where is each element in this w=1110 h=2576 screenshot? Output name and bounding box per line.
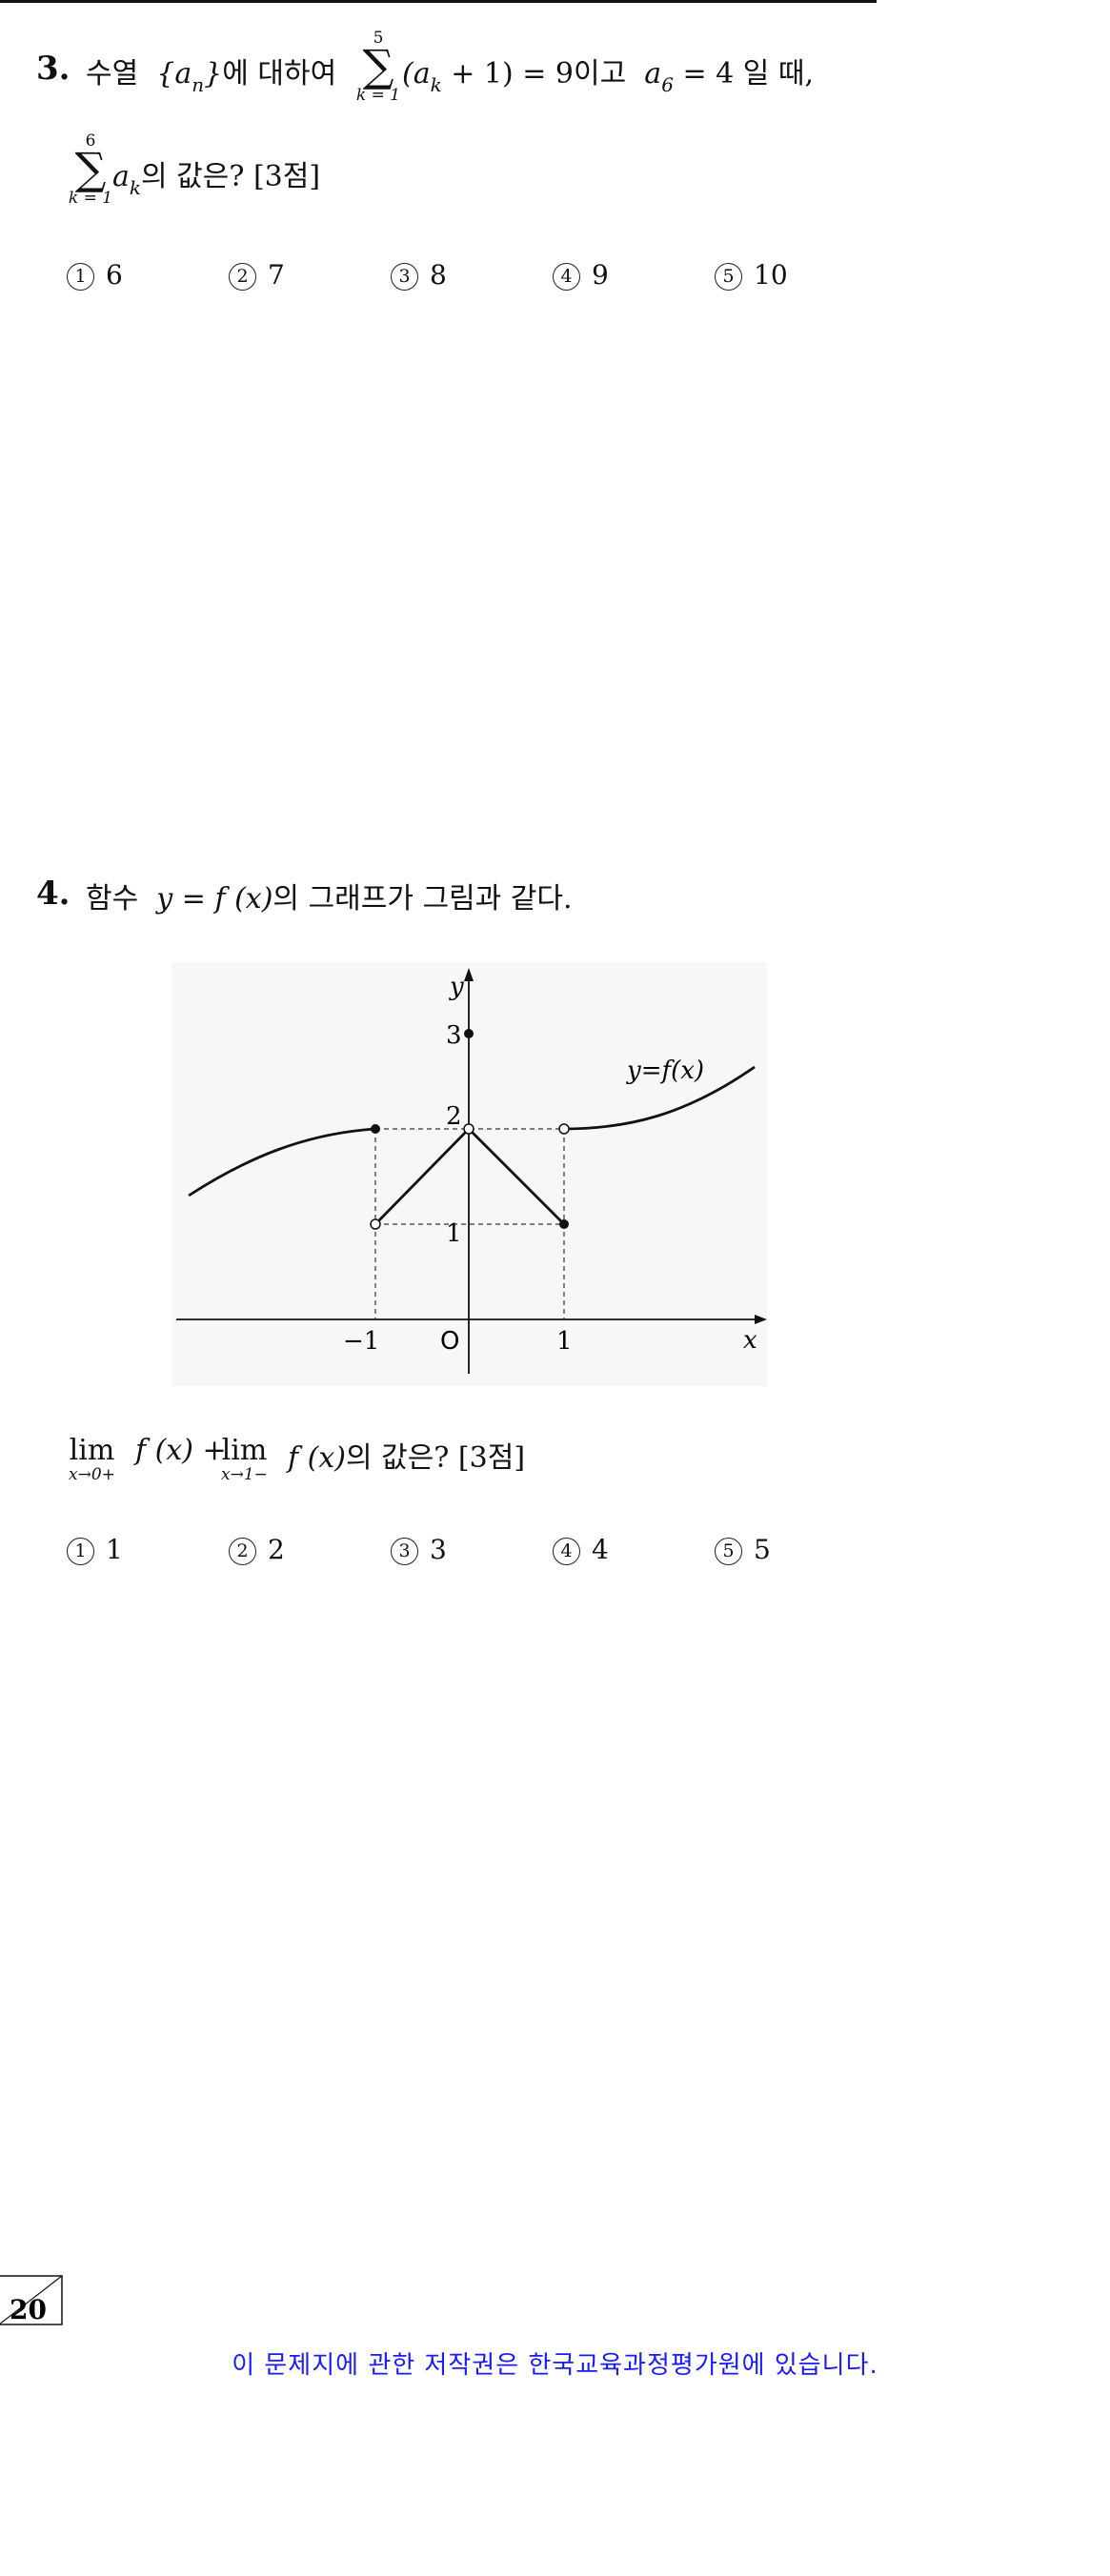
y-axis-label: y [449, 973, 464, 1001]
open-point [370, 1218, 381, 1230]
sigma-2: 6 ∑ k = 1 [68, 131, 113, 208]
sigma-upper-limit: 5 [373, 29, 384, 48]
sequence-symbol: {an} [156, 57, 223, 96]
question-number: 4. [36, 875, 71, 913]
tick-label-x: 1 [556, 1327, 573, 1356]
copyright-footer: 이 문제지에 관한 저작권은 한국교육과정평가원에 있습니다. [232, 2351, 878, 2380]
page-number: 20 [10, 2294, 47, 2325]
question-3-line1-rest: (ak + 1) = 9이고 a6 = 4 일 때, [402, 57, 815, 96]
x-axis-arrow [755, 1315, 767, 1324]
lim-word: lim [221, 1434, 268, 1467]
open-point [558, 1123, 570, 1135]
tick-label-y: 2 [446, 1102, 462, 1131]
open-point [463, 1123, 474, 1135]
lim-function: f (x) + [135, 1434, 227, 1467]
filled-point [464, 1029, 474, 1038]
function-label: y=f(x) [626, 1057, 704, 1085]
question-3-line2: ak의 값은? [3점] [112, 160, 321, 199]
tick-label-y: 3 [446, 1021, 462, 1050]
question-4-stem: 함수 y = f (x)의 그래프가 그림과 같다. [86, 882, 573, 916]
page-number-box: 20 [0, 2275, 63, 2325]
sigma-1: 5 ∑ k = 1 [355, 29, 401, 105]
sigma-lower-limit: k = 1 [68, 189, 113, 208]
intro-text: 수열 [86, 57, 139, 91]
function-graph: y x y=f(x) O −1 1 1 2 3 [172, 962, 767, 1386]
question-3-line1: 수열 {an}에 대하여 [86, 50, 337, 96]
tick-label-x: −1 [343, 1327, 379, 1356]
tick-label-y: 1 [446, 1219, 462, 1248]
x-axis-label: x [743, 1326, 757, 1355]
question-number: 3. [36, 50, 71, 88]
lim-subscript: x→1− [221, 1465, 268, 1484]
lim-subscript: x→0+ [69, 1465, 115, 1484]
limit-2: lim x→1− [221, 1434, 268, 1484]
y-axis-arrow [464, 968, 474, 981]
left-curve [188, 1127, 376, 1197]
origin-label: O [440, 1327, 459, 1356]
filled-point [371, 1124, 380, 1134]
sigma-lower-limit: k = 1 [355, 86, 401, 105]
about-text: 에 대하여 [222, 57, 337, 91]
filled-point [559, 1219, 569, 1229]
limit-1: lim x→0+ [69, 1434, 115, 1484]
lim-word: lim [69, 1434, 115, 1467]
question-4-ask: f (x)의 값은? [3점] [288, 1441, 526, 1475]
top-rule [0, 0, 877, 3]
right-curve [563, 1065, 756, 1131]
sigma-upper-limit: 6 [85, 131, 96, 151]
